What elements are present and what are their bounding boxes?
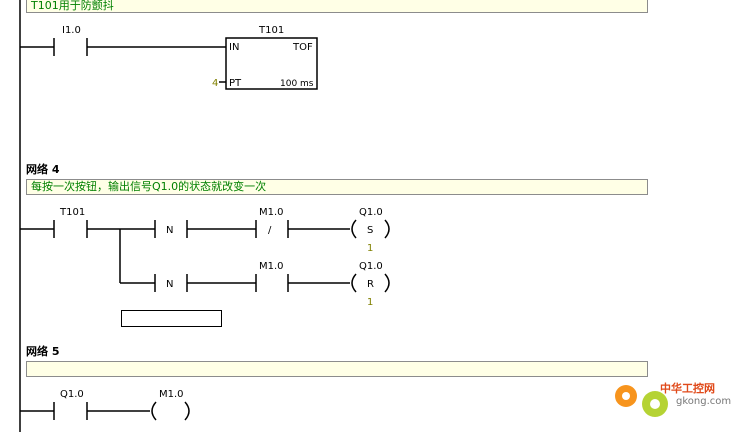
label-timer-type: TOF: [292, 42, 313, 53]
coil-m10-left: [151, 401, 157, 421]
label-m10-2: M1.0: [259, 261, 284, 272]
label-timer-name: T101: [258, 25, 284, 36]
label-n-1: N: [166, 225, 173, 236]
label-timer-in: IN: [229, 42, 239, 53]
watermark-name: 中华工控网: [660, 382, 715, 395]
watermark-url: gkong.com: [676, 396, 732, 407]
label-m10-1: M1.0: [259, 207, 284, 218]
network4-comment: 每按一次按钮，输出信号Q1.0的状态就改变一次: [26, 179, 648, 195]
label-set: S: [367, 225, 373, 236]
label-pt-value: 4: [212, 78, 218, 89]
coil-set-left: [351, 219, 357, 239]
label-count-1: 1: [367, 243, 373, 254]
network5-comment: [26, 361, 648, 377]
network4-empty-box[interactable]: [121, 310, 222, 327]
coil-reset-left: [351, 273, 357, 293]
label-timer-pt: PT: [229, 78, 242, 89]
timer-t101-box: [225, 37, 318, 90]
network4-title: 网络 4: [26, 163, 60, 176]
label-q10-n5: Q1.0: [60, 389, 84, 400]
network5-title: 网络 5: [26, 345, 60, 358]
label-time-base: 100 ms: [280, 79, 314, 89]
label-n-2: N: [166, 279, 173, 290]
network3-comment: T101用于防颤抖: [26, 0, 648, 13]
label-t101: T101: [59, 207, 85, 218]
coil-set-right: [384, 219, 390, 239]
coil-m10-right: [184, 401, 190, 421]
coil-reset-right: [384, 273, 390, 293]
label-count-2: 1: [367, 297, 373, 308]
label-q10-1: Q1.0: [359, 207, 383, 218]
label-q10-2: Q1.0: [359, 261, 383, 272]
label-reset: R: [367, 279, 374, 290]
label-i10: I1.0: [62, 25, 81, 36]
label-slash: /: [268, 225, 272, 236]
watermark-gear-icon: [615, 385, 668, 417]
label-m10-n5: M1.0: [159, 389, 184, 400]
